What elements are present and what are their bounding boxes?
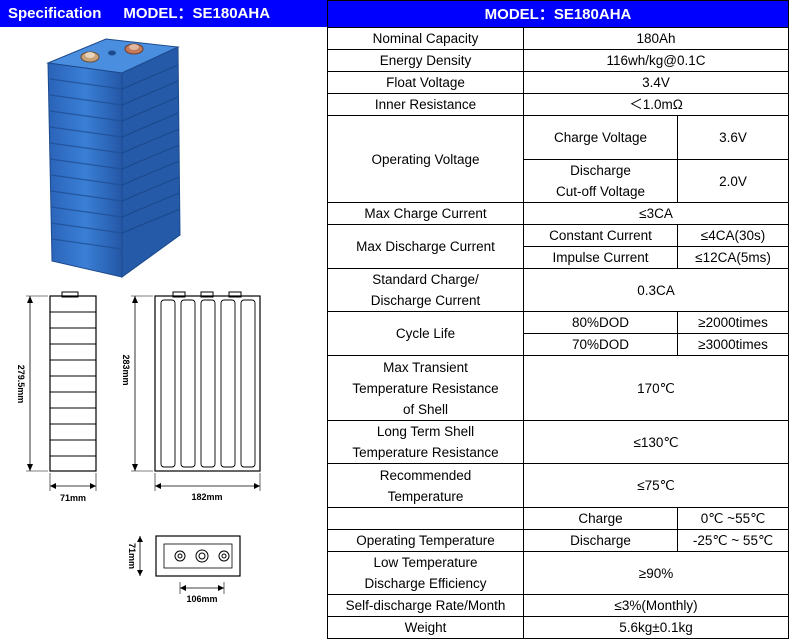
- energy-density-label: Energy Density: [327, 49, 524, 72]
- table-title: MODEL：SE180AHA: [326, 0, 789, 28]
- nominal-capacity-value: 180Ah: [522, 27, 789, 50]
- standard-charge-value: 0.3CA: [522, 268, 789, 312]
- side-height-label: 279.5mm: [16, 365, 26, 404]
- charge-voltage-value: 3.6V: [676, 115, 789, 160]
- energy-density-value: 116wh/kg@0.1C: [522, 49, 789, 72]
- float-voltage-label: Float Voltage: [327, 71, 524, 94]
- top-view-drawing: 71mm 106mm: [127, 535, 241, 604]
- max-transient-line1: Max Transient: [383, 359, 468, 375]
- standard-charge-label: Standard Charge/Discharge Current: [327, 268, 524, 312]
- self-discharge-value: ≤3%(Monthly): [522, 594, 789, 617]
- max-charge-current-value: ≤3CA: [522, 202, 789, 225]
- recommended-value: ≤75℃: [522, 463, 789, 508]
- long-term-line1: Long Term Shell: [376, 424, 475, 439]
- dod80-value: ≥2000times: [676, 311, 789, 334]
- op-temp-discharge-label: Discharge: [523, 529, 678, 552]
- low-temp-line2: Discharge Efficiency: [364, 576, 487, 591]
- op-temp-charge-label: Charge: [523, 507, 678, 530]
- dod70-value: ≥3000times: [676, 333, 789, 356]
- spec-header: Specification MODEL：SE180AHA: [0, 0, 327, 27]
- constant-current-label: Constant Current: [523, 224, 678, 247]
- recommended-line1: Recommended: [379, 467, 472, 483]
- weight-value: 5.6kg±0.1kg: [522, 616, 789, 639]
- max-transient-line2: Temperature Resistance: [352, 380, 499, 396]
- dod80-label: 80%DOD: [523, 311, 678, 334]
- max-discharge-current-label: Max Discharge Current: [327, 224, 524, 269]
- long-term-line2: Temperature Resistance: [352, 445, 499, 460]
- max-transient-value: 170℃: [522, 355, 789, 421]
- discharge-cutoff-line2: Cut-off Voltage: [555, 184, 646, 199]
- discharge-cutoff-line1: Discharge: [570, 163, 631, 178]
- op-temp-charge-value: 0℃ ~55℃: [676, 507, 789, 530]
- operating-voltage-label: Operating Voltage: [327, 115, 524, 203]
- float-voltage-value: 3.4V: [522, 71, 789, 94]
- charge-voltage-label: Charge Voltage: [523, 115, 678, 160]
- spec-label: Specification: [8, 5, 102, 22]
- weight-label: Weight: [327, 616, 524, 639]
- top-width-label: 106mm: [186, 594, 217, 604]
- operating-temperature-label: Operating Temperature: [327, 529, 524, 552]
- max-charge-current-label: Max Charge Current: [327, 202, 524, 225]
- front-width-label: 182mm: [191, 492, 222, 502]
- discharge-cutoff-value: 2.0V: [676, 159, 789, 203]
- cycle-life-label: Cycle Life: [327, 311, 524, 356]
- low-temp-value: ≥90%: [522, 551, 789, 595]
- recommended-line2: Temperature: [387, 488, 464, 504]
- side-width-label: 71mm: [60, 493, 86, 503]
- model-label: MODEL：SE180AHA: [123, 5, 271, 22]
- front-height-label: 283mm: [121, 354, 131, 385]
- dod70-label: 70%DOD: [523, 333, 678, 356]
- nominal-capacity-label: Nominal Capacity: [327, 27, 524, 50]
- long-term-value: ≤130℃: [522, 420, 789, 464]
- side-view-drawing: 279.5mm 71mm: [16, 291, 97, 503]
- max-transient-line3: of Shell: [402, 401, 449, 417]
- impulse-current-label: Impulse Current: [523, 246, 678, 269]
- low-temp-line1: Low Temperature: [373, 555, 478, 570]
- standard-charge-line1: Standard Charge/: [372, 272, 479, 287]
- battery-product-image: [46, 38, 181, 278]
- op-temp-discharge-value: -25℃ ~ 55℃: [676, 529, 789, 552]
- top-depth-label: 71mm: [127, 543, 137, 569]
- impulse-current-value: ≤12CA(5ms): [676, 246, 789, 269]
- inner-resistance-value: ＜1.0mΩ: [522, 93, 789, 116]
- operating-temp-blank: [327, 507, 524, 530]
- self-discharge-label: Self-discharge Rate/Month: [327, 594, 524, 617]
- standard-charge-line2: Discharge Current: [370, 293, 481, 308]
- constant-current-value: ≤4CA(30s): [676, 224, 789, 247]
- spec-table: MODEL：SE180AHA Nominal Capacity 180Ah En…: [326, 0, 789, 639]
- inner-resistance-label: Inner Resistance: [327, 93, 524, 116]
- front-view-drawing: 283mm 182mm: [121, 291, 261, 502]
